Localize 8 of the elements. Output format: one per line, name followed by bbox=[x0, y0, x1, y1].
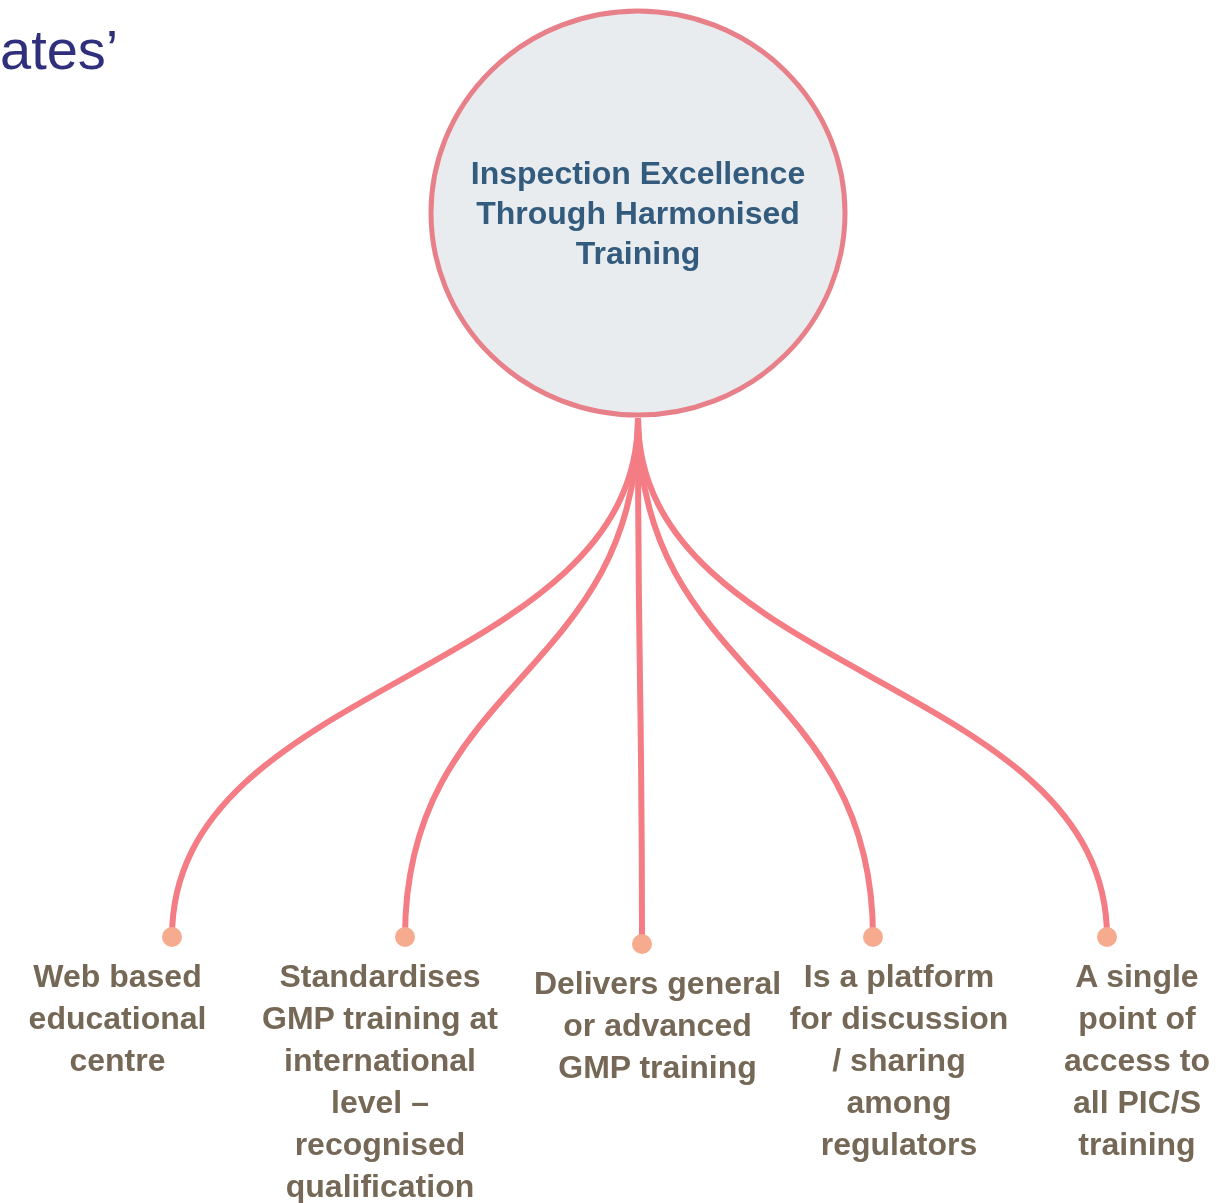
center-circle bbox=[428, 8, 848, 418]
node-text: Web based educational centre bbox=[27, 957, 208, 1080]
heading-fragment: ates’ bbox=[0, 20, 119, 80]
node-text: A single point of access to all PIC/S training bbox=[1063, 957, 1211, 1164]
node-text: Is a platform for discussion / sharing among regulators bbox=[788, 957, 1010, 1164]
node-text: Standardises GMP training at international level – recognised qualification bbox=[261, 957, 499, 1203]
node-text: Delivers general or advanced GMP training bbox=[532, 964, 783, 1087]
node-text: Inspection Excellence Through Harmonised Training bbox=[469, 154, 807, 273]
